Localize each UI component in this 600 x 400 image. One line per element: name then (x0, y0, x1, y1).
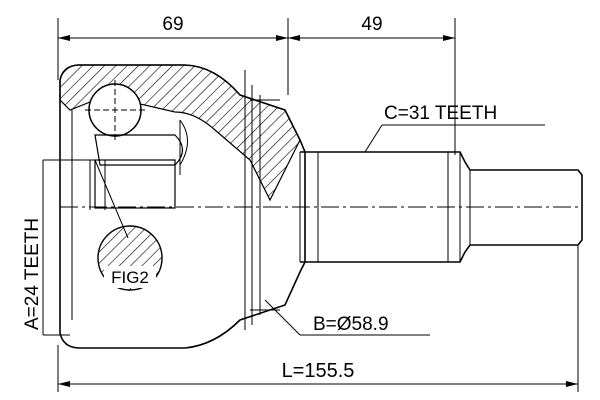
overall-length-label: L=155.5 (282, 360, 355, 382)
fig2-label-bg (104, 266, 156, 288)
spline-inner-label: A=24 TEETH (22, 218, 43, 330)
dimension-49-label: 49 (361, 14, 382, 35)
arrowhead (566, 381, 578, 387)
diameter-leader (264, 299, 301, 336)
arrowhead (58, 381, 70, 387)
inner-hub (94, 159, 176, 209)
fig2-leader (94, 159, 129, 239)
diameter-callout: B=Ø58.9 (264, 299, 430, 336)
dimension-69-label: 69 (162, 14, 183, 35)
output-shaft (299, 151, 583, 263)
arrowhead (443, 35, 455, 41)
spline-outer-callout: C=31 TEETH (364, 103, 545, 153)
fig2-label: FIG2 (111, 268, 149, 287)
spline-outer-label: C=31 TEETH (384, 103, 497, 124)
spline-outer-leader (364, 124, 383, 153)
bottom-dimension-group: L=155.5 (57, 245, 579, 392)
inner-race-detail (85, 80, 188, 210)
arrowhead (288, 35, 300, 41)
fig2-callout: FIG2 (94, 159, 163, 291)
arrowhead (58, 35, 70, 41)
top-dimension-group: 69 49 (57, 14, 456, 155)
shaft-outline (300, 151, 583, 263)
arrowhead (276, 35, 288, 41)
diameter-label: B=Ø58.9 (313, 314, 389, 335)
cage-arc (179, 119, 188, 166)
left-spline-dimension: A=24 TEETH (22, 159, 100, 336)
